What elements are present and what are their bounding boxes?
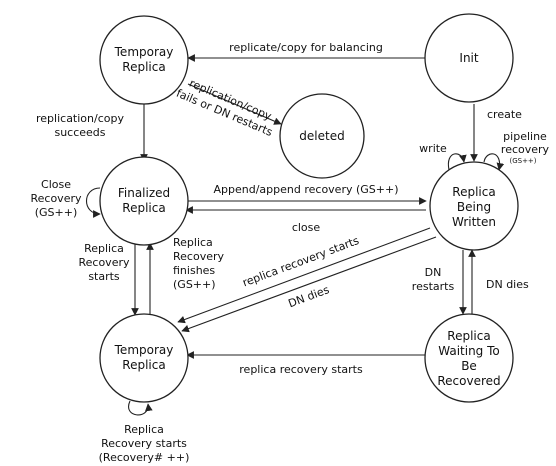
node-label-line: Be (461, 359, 477, 373)
label-close-recovery: (GS++) (35, 206, 78, 219)
label-recovery-starts-self: Recovery starts (101, 437, 187, 450)
label-replica-recovery-starts-bottom: replica recovery starts (239, 363, 363, 376)
node-label-line: Finalized (118, 186, 170, 200)
node-label-line: Written (452, 215, 496, 229)
edge-write-loop (447, 153, 467, 171)
node-replica-waiting-to-be-recovered: Replica Waiting To Be Recovered (424, 313, 514, 403)
node-init: Init (424, 13, 514, 103)
node-temporary-replica-top: Temporay Replica (99, 15, 189, 105)
label-replication-succeeds: replication/copy (36, 112, 124, 125)
label-replicate-balancing: replicate/copy for balancing (229, 41, 383, 54)
label-pipeline-recovery: recovery (501, 143, 550, 156)
label-replica-recovery-finishes: (GS++) (173, 278, 216, 291)
label-dn-dies-diag: DN dies (286, 283, 331, 310)
node-label-line: Temporay (114, 45, 174, 59)
label-close-recovery: Recovery (30, 192, 81, 205)
label-write: write (419, 142, 447, 155)
label-recovery-starts-self: (Recovery# ++) (99, 451, 190, 464)
label-replica-recovery-starts-left: Replica (84, 242, 124, 255)
node-finalized-replica: Finalized Replica (99, 156, 189, 246)
edge-pipeline-recovery-loop (483, 153, 505, 171)
label-replica-recovery-starts-left: starts (88, 270, 120, 283)
node-label-line: Replica (122, 60, 165, 74)
label-close: close (292, 221, 321, 234)
node-deleted: deleted (279, 93, 365, 179)
nodes: Temporay Replica Init deleted Finalized … (99, 13, 519, 403)
label-replica-recovery-finishes: Replica (173, 236, 213, 249)
edge-close-recovery-loop (85, 187, 101, 218)
label-replica-recovery-starts-left: Recovery (78, 256, 129, 269)
edge-recovery-starts-self-loop (128, 400, 153, 416)
label-recovery-starts-self: Replica (124, 423, 164, 436)
label-create: create (487, 108, 522, 121)
edges (85, 54, 505, 416)
node-temporary-replica-bottom: Temporay Replica (99, 313, 189, 403)
node-label-line: Waiting To (438, 344, 500, 358)
node-label-line: Recovered (437, 374, 500, 388)
node-label-line: Temporay (114, 343, 174, 357)
label-append: Append/append recovery (GS++) (214, 183, 399, 196)
node-label-line: Replica (452, 185, 495, 199)
edge-dn-dies-diag (181, 236, 437, 333)
node-label-line: Init (459, 51, 478, 65)
node-replica-being-written: Replica Being Written (429, 161, 519, 251)
edge-recovery-starts-diag (177, 227, 431, 324)
label-replica-recovery-finishes: finishes (173, 264, 215, 277)
label-pipeline-recovery: pipeline (503, 130, 547, 143)
node-label-line: Being (457, 200, 491, 214)
label-dn-restarts: DN (425, 266, 442, 279)
label-replica-recovery-finishes: Recovery (173, 250, 224, 263)
label-dn-dies-right: DN dies (486, 278, 529, 291)
label-pipeline-recovery-gs: (GS++) (509, 157, 536, 165)
label-dn-restarts: restarts (412, 280, 455, 293)
node-label-line: Replica (122, 358, 165, 372)
label-close-recovery: Close (41, 178, 71, 191)
label-replica-recovery-starts-diag: replica recovery starts (241, 234, 361, 289)
node-label-line: Replica (122, 201, 165, 215)
edge-replication-fails (187, 83, 282, 125)
label-replication-succeeds: succeeds (54, 126, 105, 139)
node-label-line: deleted (299, 129, 344, 143)
node-label-line: Replica (447, 329, 490, 343)
